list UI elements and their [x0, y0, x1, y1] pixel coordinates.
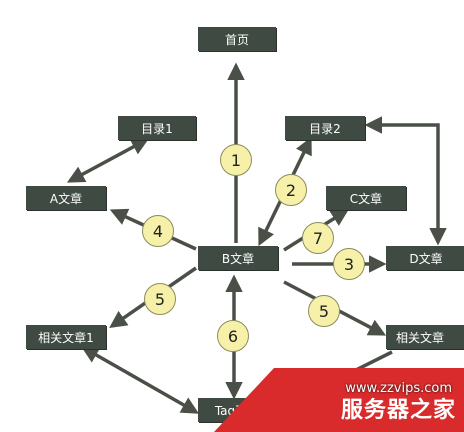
badge-2: 2 [275, 174, 307, 206]
node-dir2-label: 目录2 [309, 121, 341, 136]
node-d-label: D文章 [409, 251, 443, 266]
node-tag-label: Tag页面 [214, 403, 260, 418]
node-dir1-label: 目录1 [141, 121, 173, 136]
badge-1: 1 [220, 144, 252, 176]
node-a-label: A文章 [49, 191, 83, 206]
arrow-dir2-d [364, 116, 447, 246]
badge-4: 4 [142, 215, 174, 247]
node-b[interactable]: B文章 [198, 246, 278, 270]
node-d[interactable]: D文章 [386, 246, 464, 270]
arrow-tag-related1 [80, 346, 200, 414]
node-dir2[interactable]: 目录2 [285, 116, 365, 140]
node-dir1[interactable]: 目录1 [118, 116, 196, 140]
node-related2[interactable]: 相关文章 [386, 325, 464, 349]
badge-3: 3 [333, 248, 365, 280]
badge-5-left: 5 [144, 283, 176, 315]
badge-5-right: 5 [308, 295, 340, 327]
node-home[interactable]: 首页 [198, 27, 276, 51]
node-c-label: C文章 [349, 191, 383, 206]
node-tag[interactable]: Tag页面 [198, 398, 276, 422]
node-a[interactable]: A文章 [26, 186, 106, 210]
node-related1-label: 相关文章1 [38, 330, 94, 345]
watermark-name: 服务器之家 [340, 398, 456, 423]
node-c[interactable]: C文章 [326, 186, 406, 210]
node-home-label: 首页 [224, 32, 249, 47]
node-related1[interactable]: 相关文章1 [26, 325, 106, 349]
arrow-dir1-a [66, 138, 150, 183]
badge-7: 7 [302, 222, 334, 254]
node-related2-label: 相关文章 [396, 330, 445, 345]
node-b-label: B文章 [221, 251, 255, 266]
badge-6: 6 [217, 320, 249, 352]
